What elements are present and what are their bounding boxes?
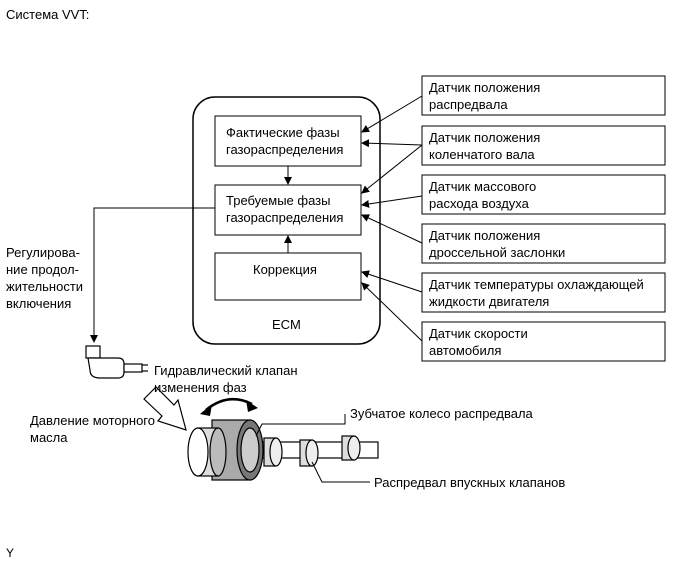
rotation-arrowhead-right xyxy=(246,400,258,412)
ecm-label: ECM xyxy=(272,317,301,332)
sensor-label-camshaft: Датчик положения распредвала xyxy=(429,80,541,112)
sensor-label-throttle: Датчик положения дроссельной заслонки xyxy=(429,228,566,260)
oil-control-valve-drawing xyxy=(85,345,148,379)
oil-pressure-label: Давление моторного масла xyxy=(30,413,155,445)
rotation-arrowhead-left xyxy=(200,404,212,416)
correction-label: Коррекция xyxy=(253,262,317,277)
sensor-box-throttle xyxy=(421,223,666,264)
footer-mark: Y xyxy=(6,546,15,560)
target-phase-label: Требуемые фазы газораспределения xyxy=(226,193,344,225)
camshaft-leader-line xyxy=(311,461,370,483)
sensor-arrow-speed xyxy=(361,282,423,342)
ecm-box xyxy=(192,96,381,345)
sensor-arrow-airflow xyxy=(361,195,423,208)
sensor-box-camshaft xyxy=(421,75,666,116)
rotation-arrow xyxy=(205,397,253,411)
sensor-arrow-crankshaft-actual xyxy=(361,139,423,148)
duty-control-label: Регулирова- ние продол- жительности вклю… xyxy=(6,245,84,311)
page-title: Система VVT: xyxy=(6,7,90,22)
actual-phase-label: Фактические фазы газораспределения xyxy=(226,125,344,157)
gear-leader-line xyxy=(255,414,346,437)
sensor-label-crankshaft: Датчик положения коленчатого вала xyxy=(429,130,541,162)
camshaft-drawing xyxy=(187,419,379,481)
sensor-box-speed xyxy=(421,321,666,362)
valve-label: Гидравлический клапан изменения фаз xyxy=(154,363,298,395)
gear-label: Зубчатое колесо распредвала xyxy=(350,406,533,421)
sensor-arrow-camshaft xyxy=(361,95,423,133)
sensor-box-coolant xyxy=(421,272,666,313)
sensor-arrow-throttle xyxy=(361,214,423,244)
sensor-label-speed: Датчик скорости автомобиля xyxy=(429,326,528,358)
sensor-label-coolant: Датчик температуры охлаждающей жидкости … xyxy=(429,277,644,309)
sensor-box-airflow xyxy=(421,174,666,215)
sensor-arrow-coolant xyxy=(361,270,423,293)
camshaft-label: Распредвал впускных клапанов xyxy=(374,475,566,490)
sensor-label-airflow: Датчик массового расхода воздуха xyxy=(429,179,537,211)
duty-control-line xyxy=(90,207,215,343)
oil-pressure-arrow xyxy=(143,386,187,431)
sensor-arrow-crankshaft-target xyxy=(361,144,423,194)
